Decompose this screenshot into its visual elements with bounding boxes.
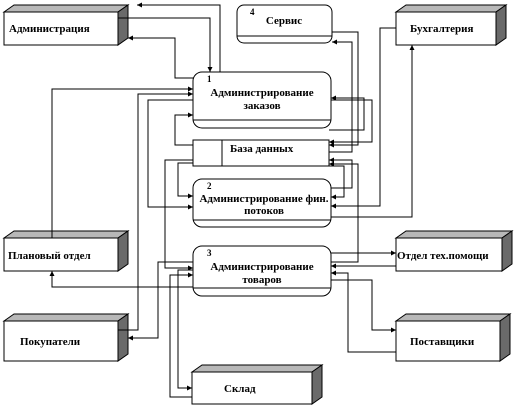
process-goods-number: 3 [207, 248, 212, 258]
process-finance-number: 2 [207, 181, 212, 191]
datastore-database: База данных [192, 139, 330, 167]
flow-warehouse-to-goods [169, 272, 193, 398]
process-goods: 3 Администрирование товаров [192, 245, 332, 297]
process-service-label: Сервис [266, 15, 302, 27]
flow-bus-db-left [164, 159, 193, 271]
entity-customers-label: Покупатели [20, 336, 81, 348]
entity-accounting-label: Бухгалтерия [410, 23, 474, 35]
entity-accounting: Бухгалтерия [394, 4, 508, 46]
entity-planning-label: Плановый отдел [8, 250, 91, 262]
entity-planning: Плановый отдел [2, 230, 130, 272]
entity-warehouse: Склад [190, 364, 324, 405]
process-finance-line2: потоков [244, 205, 284, 217]
process-goods-line1: Администрирование [210, 261, 313, 273]
process-orders: 1 Администрирование заказов [192, 71, 332, 129]
flow-goods-to-db-right [329, 161, 359, 263]
process-goods-line2: товаров [242, 274, 281, 286]
flow-db-to-orders-right [329, 95, 365, 131]
process-service: 4 Сервис [236, 4, 333, 44]
process-orders-line2: заказов [243, 100, 280, 112]
entity-tech-support-label: Отдел тех.помощи [397, 250, 489, 262]
flows [49, 2, 415, 398]
entity-administration-label: Администрация [9, 23, 90, 35]
flow-orders-to-admin-2 [128, 35, 193, 79]
flow-db-to-finance-right [329, 165, 345, 200]
entity-administration: Администрация [2, 4, 130, 46]
process-finance: 2 Администрирование фин. потоков [192, 178, 332, 228]
flow-db-to-orders-left [174, 112, 193, 146]
flow-planning-to-orders [51, 86, 193, 238]
flow-goods-to-planning [49, 271, 193, 288]
flow-accounting-to-finance [331, 27, 396, 209]
flow-suppliers-to-goods [331, 270, 396, 353]
flow-bus-orders-left [147, 99, 193, 210]
flow-finance-to-db-right [329, 157, 353, 189]
flow-admin-to-orders [118, 17, 213, 72]
flow-orders-to-db-right [329, 99, 373, 145]
flow-goods-to-customers [128, 261, 193, 341]
process-orders-line1: Администрирование [210, 87, 313, 99]
entity-customers: Покупатели [2, 313, 130, 362]
entity-suppliers: Поставщики [394, 313, 512, 362]
entity-warehouse-label: Склад [224, 383, 256, 395]
flow-goods-to-suppliers [331, 279, 396, 333]
flow-goods-to-warehouse [177, 269, 193, 391]
flow-service-to-db [329, 31, 359, 148]
entity-tech-support: Отдел тех.помощи [394, 230, 514, 272]
process-service-number: 4 [250, 7, 255, 17]
flow-orders-to-admin [137, 2, 221, 72]
entity-suppliers-label: Поставщики [410, 336, 475, 348]
flow-db-to-finance-left [177, 162, 193, 199]
flow-customers-to-orders [118, 91, 193, 331]
flow-db-to-service [329, 39, 353, 153]
process-orders-number: 1 [207, 74, 212, 84]
process-finance-line1: Администрирование фин. [199, 193, 328, 205]
datastore-label: База данных [230, 143, 294, 155]
